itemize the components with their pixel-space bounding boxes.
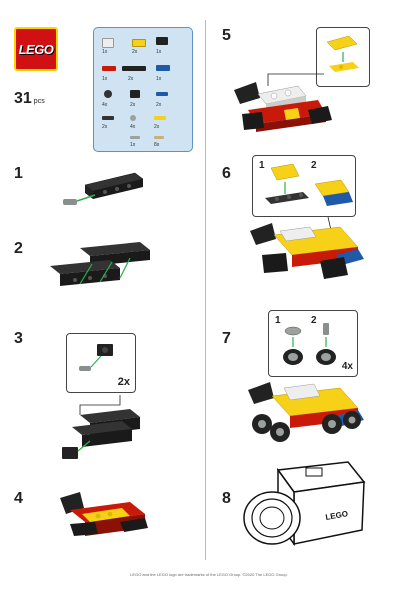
step6-callout: 1 2 bbox=[252, 155, 356, 217]
step5-callout bbox=[316, 27, 370, 87]
step-number: 7 bbox=[222, 330, 231, 347]
parts-qty: 1x bbox=[102, 76, 108, 82]
parts-qty: 2x bbox=[128, 76, 134, 82]
column-divider bbox=[205, 20, 206, 560]
step6-illustration bbox=[250, 216, 364, 279]
step-number: 3 bbox=[14, 330, 23, 347]
step5-illustration bbox=[234, 73, 332, 132]
parts-qty: 1x bbox=[156, 49, 162, 55]
grey-pin bbox=[63, 199, 77, 205]
step2-illustration bbox=[50, 242, 150, 286]
parts-qty: 1x bbox=[156, 76, 162, 82]
step3-illustration bbox=[62, 395, 140, 459]
step4-illustration bbox=[60, 492, 148, 536]
black-tile-icon bbox=[102, 116, 114, 120]
step-number: 8 bbox=[222, 490, 231, 507]
blue-plate-icon bbox=[156, 92, 168, 96]
black-slope-icon bbox=[156, 37, 168, 45]
footer-text: LEGO and the LEGO logo are trademarks of… bbox=[130, 572, 288, 577]
parts-qty: 2x bbox=[130, 102, 136, 108]
parts-qty: 2x bbox=[154, 124, 160, 130]
parts-qty: 2x bbox=[102, 124, 108, 130]
tan-pin-icon bbox=[154, 136, 164, 139]
sub-step-2: 2 bbox=[311, 315, 317, 326]
parts-qty: 4x bbox=[102, 102, 108, 108]
lego-logo: LEGO bbox=[14, 27, 58, 71]
yellow-slope-icon bbox=[132, 39, 146, 47]
sub-step-1: 1 bbox=[275, 315, 281, 326]
parts-qty: 2x bbox=[156, 102, 162, 108]
camera-illustration: LEGO bbox=[243, 461, 366, 547]
parts-qty: 2x bbox=[132, 49, 138, 55]
parts-qty: 1x bbox=[130, 142, 136, 148]
parts-qty: 4x bbox=[130, 124, 136, 130]
step7-callout: 1 2 4x bbox=[268, 310, 358, 377]
callout-qty: 4x bbox=[341, 361, 353, 372]
sub-step-2: 2 bbox=[311, 160, 317, 171]
step3-callout: 2x bbox=[66, 333, 136, 393]
parts-qty: 8x bbox=[154, 142, 160, 148]
blue-wedge-icon bbox=[156, 65, 170, 71]
grey-round-icon bbox=[130, 115, 136, 121]
step-number: 5 bbox=[222, 27, 231, 44]
parts-list-panel: 1x 2x 1x 1x 2x 1x 4x 2x 2x 2x 4x 2x 1x 8… bbox=[93, 27, 193, 152]
sub-step-1: 1 bbox=[259, 160, 265, 171]
step-number: 6 bbox=[222, 165, 231, 182]
logo-text: LEGO bbox=[18, 41, 54, 57]
callout-qty: 2x bbox=[117, 376, 130, 388]
grey-pin-icon bbox=[130, 136, 140, 139]
step-number: 4 bbox=[14, 490, 23, 507]
white-brick-icon bbox=[102, 38, 114, 48]
parts-qty: 1x bbox=[102, 49, 108, 55]
step-number: 2 bbox=[14, 240, 23, 257]
step1-illustration bbox=[63, 172, 144, 205]
black-brick-icon bbox=[130, 90, 140, 98]
yellow-plate-icon bbox=[154, 116, 166, 120]
step7-illustration bbox=[248, 382, 364, 442]
black-beam-icon bbox=[122, 66, 146, 71]
step-number: 1 bbox=[14, 165, 23, 182]
red-plate-icon bbox=[102, 66, 116, 71]
camera-logo: LEGO bbox=[325, 509, 349, 522]
wheel-hub-icon bbox=[104, 90, 112, 98]
